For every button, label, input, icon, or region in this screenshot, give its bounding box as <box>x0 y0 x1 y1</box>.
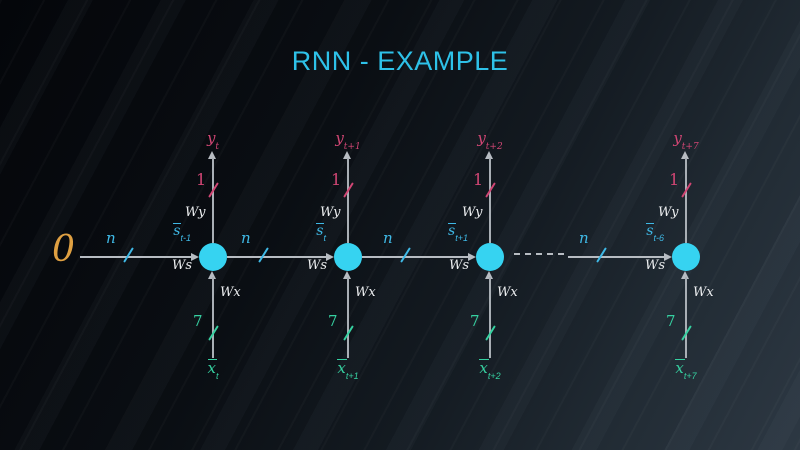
weight-wy-label: Wy <box>462 205 483 220</box>
input-dim-slash-icon <box>485 325 496 341</box>
weight-wy-label: Wy <box>320 205 341 220</box>
output-dim-slash-icon <box>208 182 219 198</box>
input-dim-label: 7 <box>666 312 676 330</box>
output-label: yt+2 <box>477 129 503 152</box>
output-label: yt <box>206 129 220 152</box>
input-label: xt+7 <box>675 359 697 381</box>
state-arrow-line <box>80 256 196 258</box>
output-arrow-line <box>685 158 687 243</box>
state-arrow-line <box>568 256 664 258</box>
input-label: xt+2 <box>479 359 501 381</box>
input-dim-slash-icon <box>343 325 354 341</box>
rnn-cell-node <box>672 243 700 271</box>
output-arrowhead-icon <box>343 151 351 159</box>
input-arrowhead-icon <box>681 271 689 279</box>
output-arrow-line <box>212 158 214 243</box>
state-arrowhead-icon <box>664 253 672 261</box>
input-arrow-line <box>489 277 491 358</box>
output-label: yt+7 <box>673 129 699 152</box>
output-dim-label: 1 <box>473 170 484 189</box>
input-label: xt+1 <box>337 359 359 381</box>
input-arrow-line <box>347 277 349 358</box>
state-arrow-line <box>362 256 468 258</box>
rnn-cell-node <box>199 243 227 271</box>
weight-wx-label: Wx <box>220 285 241 300</box>
weight-wx-label: Wx <box>693 285 714 300</box>
output-dim-slash-icon <box>485 182 496 198</box>
output-arrowhead-icon <box>681 151 689 159</box>
output-arrow-line <box>347 158 349 243</box>
state-label: st <box>316 222 326 243</box>
output-dim-label: 1 <box>196 170 207 189</box>
state-dim-slash-icon <box>258 247 269 263</box>
state-dim-label: n <box>106 229 116 247</box>
initial-state-label: 0 <box>52 229 75 270</box>
input-dim-slash-icon <box>681 325 692 341</box>
weight-wy-label: Wy <box>658 205 679 220</box>
weight-wx-label: Wx <box>355 285 376 300</box>
output-dim-slash-icon <box>681 182 692 198</box>
state-arrowhead-icon <box>191 253 199 261</box>
output-arrowhead-icon <box>485 151 493 159</box>
slide-title: RNN - EXAMPLE <box>291 46 509 76</box>
output-label: yt+1 <box>335 129 361 152</box>
dashed-connector <box>514 253 564 255</box>
state-arrow-line <box>227 256 326 258</box>
state-label: st-6 <box>646 222 664 243</box>
state-dim-label: n <box>579 229 589 247</box>
input-arrow-line <box>212 277 214 358</box>
input-label: xt <box>207 359 219 381</box>
output-dim-label: 1 <box>331 170 342 189</box>
output-dim-slash-icon <box>343 182 354 198</box>
state-dim-label: n <box>383 229 393 247</box>
input-dim-label: 7 <box>470 312 480 330</box>
weight-wy-label: Wy <box>185 205 206 220</box>
input-dim-label: 7 <box>193 312 203 330</box>
weight-wx-label: Wx <box>497 285 518 300</box>
input-arrowhead-icon <box>343 271 351 279</box>
rnn-cell-node <box>334 243 362 271</box>
output-arrowhead-icon <box>208 151 216 159</box>
input-dim-slash-icon <box>208 325 219 341</box>
state-label: st+1 <box>448 222 468 243</box>
weight-ws-label: Ws <box>644 258 666 273</box>
input-arrow-line <box>685 277 687 358</box>
input-arrowhead-icon <box>208 271 216 279</box>
weight-ws-label: Ws <box>306 258 328 273</box>
weight-ws-label: Ws <box>448 258 470 273</box>
state-dim-slash-icon <box>596 247 607 263</box>
state-dim-label: n <box>241 229 251 247</box>
state-dim-slash-icon <box>400 247 411 263</box>
state-dim-slash-icon <box>123 247 134 263</box>
output-dim-label: 1 <box>669 170 680 189</box>
weight-ws-label: Ws <box>171 258 193 273</box>
input-arrowhead-icon <box>485 271 493 279</box>
state-arrowhead-icon <box>326 253 334 261</box>
input-dim-label: 7 <box>328 312 338 330</box>
state-label: st-1 <box>173 222 191 243</box>
output-arrow-line <box>489 158 491 243</box>
rnn-cell-node <box>476 243 504 271</box>
state-arrowhead-icon <box>468 253 476 261</box>
